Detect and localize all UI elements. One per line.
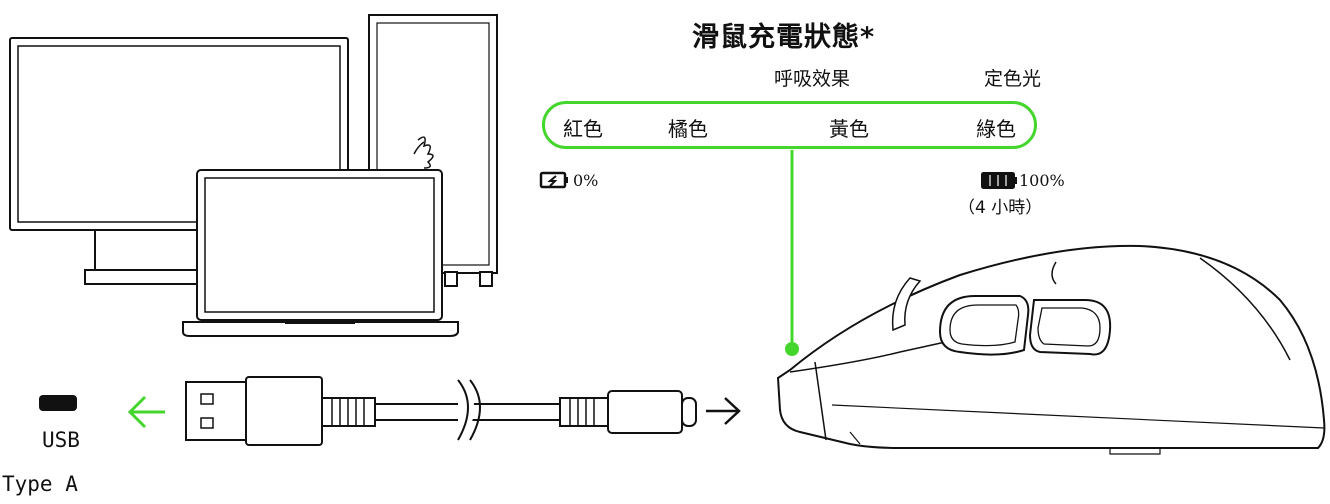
static-mode-label: 定色光 — [984, 68, 1042, 90]
usb-label: USB — [42, 428, 80, 452]
diagram-title: 滑鼠充電狀態* — [692, 22, 876, 53]
usb-port-icon — [39, 395, 77, 411]
battery-empty-label: 0% — [573, 171, 599, 190]
arrow-left-icon — [127, 395, 165, 429]
full-charge-time: （4 小時） — [958, 198, 1043, 218]
arrow-right-icon — [706, 397, 741, 425]
usb-cable-icon — [185, 376, 697, 446]
battery-charging-icon — [539, 171, 568, 189]
led-state-bar — [542, 101, 1037, 149]
razer-logo-icon — [413, 136, 434, 169]
battery-full-icon — [981, 172, 1017, 189]
laptop-icon — [182, 169, 459, 337]
breathing-mode-label: 呼吸效果 — [774, 68, 851, 90]
usb-type-label: Type A — [2, 472, 78, 496]
state-green-label: 綠色 — [976, 117, 1016, 141]
indicator-connector — [785, 150, 799, 356]
state-orange-label: 橘色 — [668, 117, 708, 141]
mouse-icon — [776, 244, 1326, 455]
state-yellow-label: 黃色 — [829, 117, 869, 141]
battery-full-label: 100% — [1019, 171, 1065, 190]
state-red-label: 紅色 — [563, 117, 603, 141]
